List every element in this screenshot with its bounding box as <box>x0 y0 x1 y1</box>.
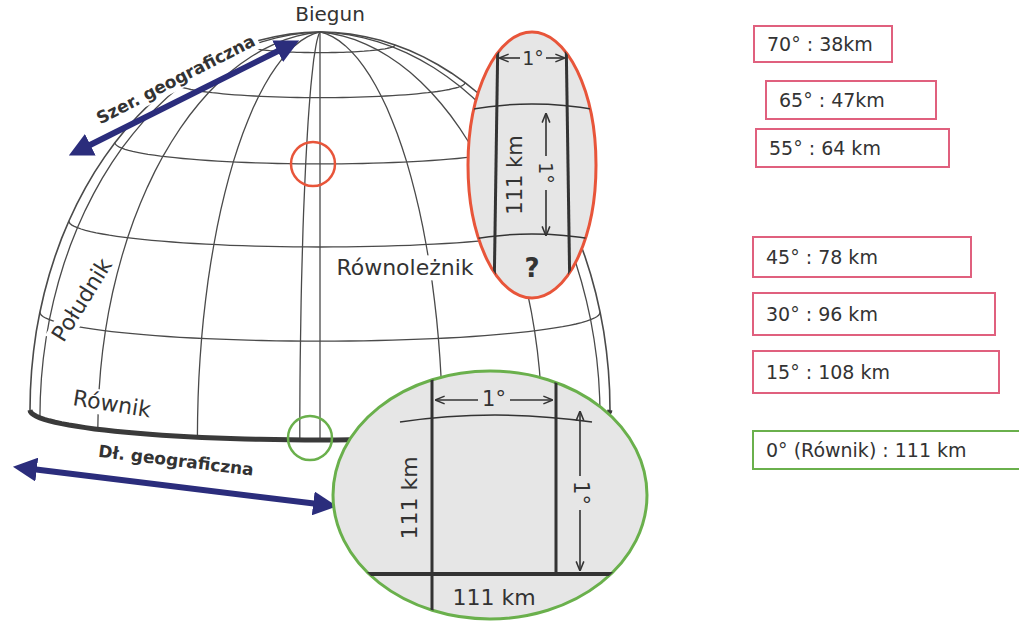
highlight-circle <box>291 142 335 186</box>
scale-box: 30° : 96 km <box>752 292 996 336</box>
grid-line <box>319 32 320 440</box>
map-label: Równoleżnik <box>333 255 476 280</box>
map-label: Biegun <box>292 3 368 26</box>
degree-label: 1° <box>522 48 544 69</box>
scale-box: 70° : 38km <box>753 25 893 63</box>
scale-box: 65° : 47km <box>765 80 937 120</box>
scale-value: 30° : 96 km <box>766 303 878 325</box>
grid-line <box>40 32 320 418</box>
degree-label: 1° <box>482 388 506 411</box>
scale-value: 65° : 47km <box>779 89 885 111</box>
dimension-label: 111 km <box>398 456 422 539</box>
scale-value: 55° : 64 km <box>769 137 881 159</box>
scale-box: 45° : 78 km <box>752 236 972 278</box>
degree-label: 111 km <box>452 586 535 610</box>
scale-value: 70° : 38km <box>767 33 873 55</box>
dimension-label: 1° <box>536 162 557 184</box>
grid-line <box>197 32 320 437</box>
scale-value: 0° (Równik) : 111 km <box>766 439 967 461</box>
dimension-label: 1° <box>568 481 591 505</box>
zoom-ellipse: 1° 111 km 1°? <box>466 30 598 300</box>
degree-label: ? <box>524 254 539 283</box>
scale-box: 55° : 64 km <box>755 128 950 168</box>
grid-line <box>320 32 443 437</box>
highlight-circle <box>288 416 332 460</box>
scale-box: 15° : 108 km <box>752 350 1000 394</box>
longitude-arrow <box>32 469 318 504</box>
grid-line <box>30 32 610 410</box>
map-label: Szer. geograficzna <box>91 30 262 130</box>
map-label: Równik <box>68 385 155 423</box>
zoom-ellipse: 1° 111 km 1° 111 km <box>330 368 650 622</box>
scale-box: 0° (Równik) : 111 km <box>752 430 1019 470</box>
map-label: Południk <box>45 251 119 348</box>
grid-line <box>300 32 320 440</box>
scale-value: 15° : 108 km <box>766 361 890 383</box>
grid-line <box>320 32 600 418</box>
dimension-label: 111 km <box>504 135 527 214</box>
scale-value: 45° : 78 km <box>766 246 878 268</box>
map-label: Dł. geograficzna <box>94 441 258 480</box>
